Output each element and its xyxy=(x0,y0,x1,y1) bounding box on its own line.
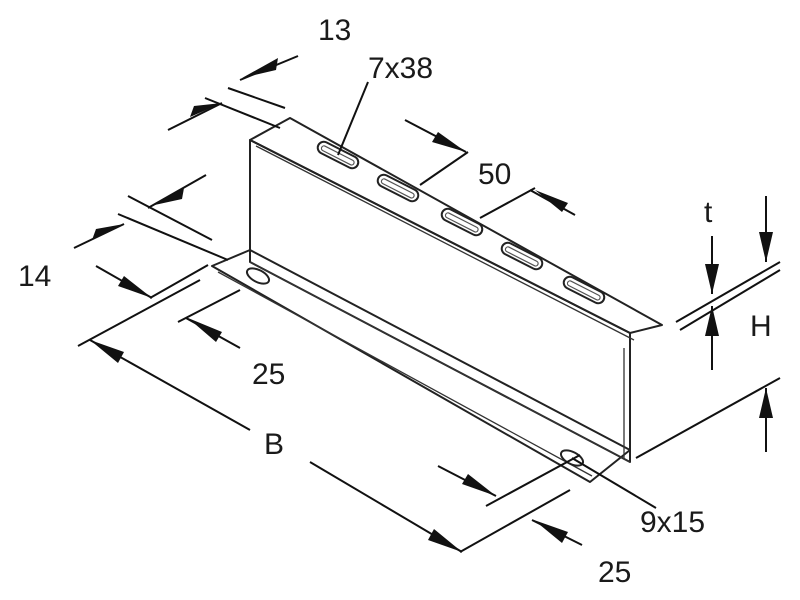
dim-50 xyxy=(404,119,576,219)
bend-line-bottom xyxy=(249,261,631,463)
top-flange xyxy=(249,117,663,334)
label-14: 14 xyxy=(18,260,51,293)
label-25-right: 25 xyxy=(598,556,631,589)
dim-14 xyxy=(73,174,229,261)
slot xyxy=(376,173,420,203)
wall-face xyxy=(249,139,631,463)
label-9x15: 9x15 xyxy=(640,506,705,539)
label-50: 50 xyxy=(478,158,511,191)
label-7x38: 7x38 xyxy=(368,52,433,85)
dim-13 xyxy=(167,55,299,131)
slot xyxy=(562,275,606,305)
bracket-part xyxy=(211,117,663,483)
label-13: 13 xyxy=(318,14,351,47)
hole-left xyxy=(245,267,271,285)
bend-line-top xyxy=(255,145,635,341)
label-t: t xyxy=(704,196,713,229)
label-H: H xyxy=(750,310,772,343)
slot xyxy=(500,241,544,271)
bend-line-bottom-2 xyxy=(217,271,593,477)
dim-25-left xyxy=(95,264,241,349)
dim-B xyxy=(77,279,571,553)
bottom-flange xyxy=(211,249,631,483)
dim-7x38 xyxy=(337,81,369,156)
dim-t xyxy=(675,236,781,370)
dim-9x15 xyxy=(571,457,657,509)
slot-row xyxy=(316,140,606,305)
label-25-left: 25 xyxy=(252,358,285,391)
dim-H xyxy=(635,196,781,459)
dim-25-right xyxy=(437,454,583,546)
label-B: B xyxy=(264,428,284,461)
slot xyxy=(440,207,484,237)
